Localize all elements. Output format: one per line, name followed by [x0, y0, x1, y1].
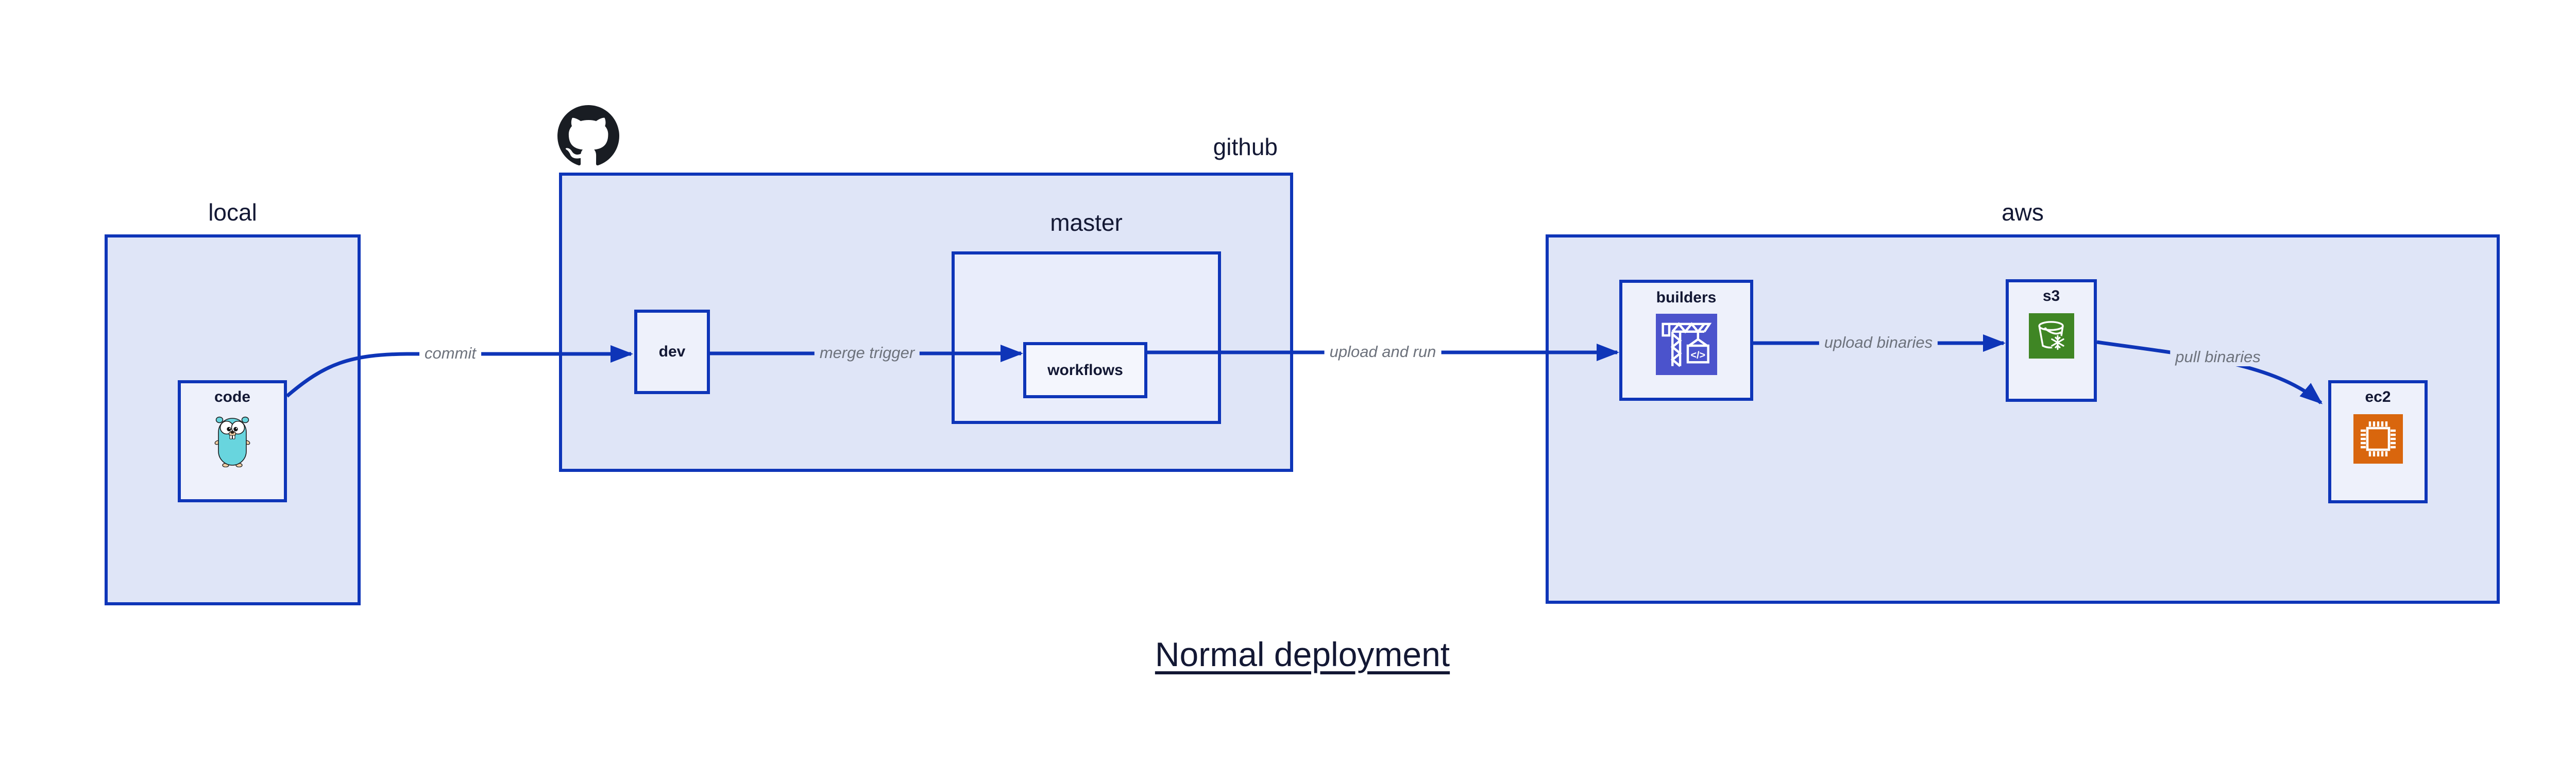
group-box-master [952, 251, 1221, 424]
go-gopher-icon [214, 416, 250, 467]
group-label-aws: aws [2002, 199, 2044, 226]
codebuild-crane-icon: </> [1661, 322, 1711, 367]
group-label-github: github [1213, 133, 1278, 160]
edge-label-upload-binaries: upload binaries [1819, 333, 1938, 352]
diagram-title: Normal deployment [1155, 635, 1450, 673]
node-code: code [178, 380, 287, 502]
code-brackets-glyph: </> [1690, 349, 1705, 361]
group-label-local: local [208, 199, 257, 226]
group-label-master: master [1050, 209, 1123, 236]
edge-label-merge-trigger: merge trigger [814, 344, 920, 362]
github-octocat-logo [557, 105, 619, 166]
edge-label-commit: commit [419, 344, 481, 363]
s3-glacier-bucket-icon [2038, 321, 2065, 350]
node-builders: builders </> [1619, 280, 1753, 401]
node-workflows-label: workflows [1047, 361, 1123, 379]
node-ec2-label: ec2 [2365, 388, 2391, 405]
edge-label-upload-and-run: upload and run [1324, 343, 1442, 361]
node-workflows: workflows [1023, 342, 1147, 398]
edge-label-pull-binaries: pull binaries [2170, 348, 2266, 366]
node-ec2: ec2 [2328, 380, 2428, 503]
node-s3-label: s3 [2042, 287, 2060, 304]
ec2-chip-icon [2360, 421, 2396, 456]
node-dev: dev [634, 310, 710, 394]
node-s3: s3 [2006, 279, 2097, 402]
node-dev-label: dev [658, 343, 686, 360]
node-code-label: code [214, 388, 251, 405]
node-builders-label: builders [1656, 289, 1717, 306]
